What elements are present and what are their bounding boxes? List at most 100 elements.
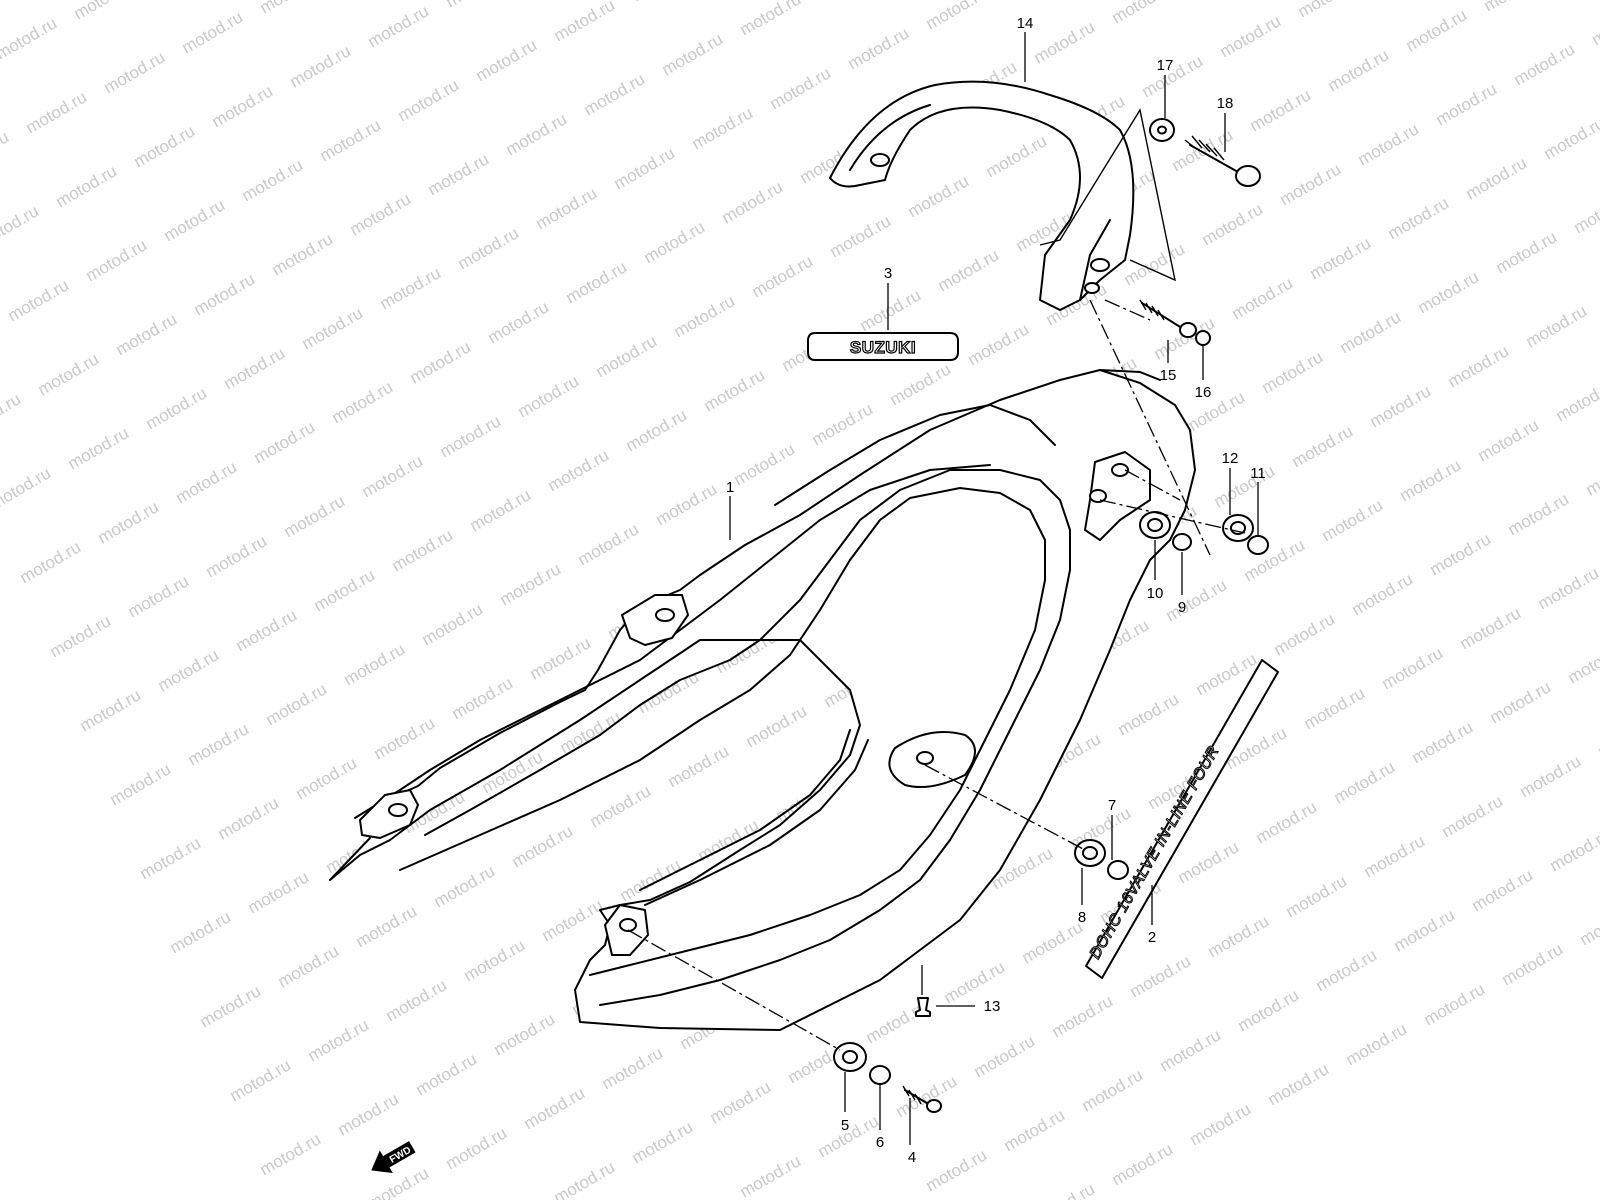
watermark-text: motod.ru xyxy=(1313,945,1381,995)
watermark-text: motod.ru xyxy=(329,377,397,427)
watermark-text: motod.ru xyxy=(1415,267,1483,317)
assembly-lines xyxy=(627,299,1246,1051)
watermark-text: motod.ru xyxy=(1577,899,1600,949)
watermark-text: motod.ru xyxy=(1175,837,1243,887)
watermark-text: motod.ru xyxy=(1079,1065,1147,1115)
watermark-text: motod.ru xyxy=(1475,415,1543,465)
watermark-text: motod.ru xyxy=(53,161,121,211)
watermark-text: motod.ru xyxy=(935,245,1003,295)
watermark-text: motod.ru xyxy=(1367,381,1435,431)
watermark-text: motod.ru xyxy=(527,633,595,683)
watermark-text: motod.ru xyxy=(311,565,379,615)
callout-2: 2 xyxy=(1148,929,1156,946)
watermark-text: motod.ru xyxy=(1541,113,1600,163)
watermark-text: motod.ru xyxy=(1355,119,1423,169)
watermark-text: motod.ru xyxy=(395,75,463,125)
watermark-text: motod.ru xyxy=(743,701,811,751)
watermark-text: motod.ru xyxy=(1349,569,1417,619)
watermark-text: motod.ru xyxy=(923,1145,991,1195)
watermark-text: motod.ru xyxy=(1565,637,1600,687)
watermark-text: motod.ru xyxy=(1211,461,1279,511)
watermark-text: motod.ru xyxy=(437,411,505,461)
watermark-text: motod.ru xyxy=(191,269,259,319)
watermark-text: motod.ru xyxy=(737,0,805,39)
watermark-text: motod.ru xyxy=(539,895,607,945)
watermark-text: motod.ru xyxy=(1229,273,1297,323)
watermark-text: motod.ru xyxy=(1397,455,1465,505)
bushing-5 xyxy=(833,1042,867,1072)
watermark-text: motod.ru xyxy=(197,981,265,1031)
watermark-text: motod.ru xyxy=(1109,1139,1177,1189)
watermark-text: motod.ru xyxy=(983,131,1051,181)
watermark-text: motod.ru xyxy=(497,559,565,609)
watermark-text: motod.ru xyxy=(257,1129,325,1179)
watermark-text: motod.ru xyxy=(893,1071,961,1121)
watermark-text: motod.ru xyxy=(719,177,787,227)
callout-10: 10 xyxy=(1147,585,1164,602)
watermark-text: motod.ru xyxy=(1115,689,1183,739)
watermark-text: motod.ru xyxy=(767,63,835,113)
watermark-text: motod.ru xyxy=(419,599,487,649)
callout-1: 1 xyxy=(726,479,734,496)
watermark-text: motod.ru xyxy=(185,719,253,769)
callout-6: 6 xyxy=(876,1134,884,1151)
watermark-text: motod.ru xyxy=(1553,375,1600,425)
watermark-text: motod.ru xyxy=(1301,683,1369,733)
watermark-text: motod.ru xyxy=(113,309,181,359)
watermark-text: motod.ru xyxy=(227,1055,295,1105)
callout-16: 16 xyxy=(1195,384,1212,401)
watermark-text: motod.ru xyxy=(137,833,205,883)
watermark-text: motod.ru xyxy=(287,41,355,91)
watermark-text: motod.ru xyxy=(335,1089,403,1139)
watermark-text: motod.ru xyxy=(563,257,631,307)
watermark-text: motod.ru xyxy=(95,497,163,547)
bolt-4 xyxy=(902,1085,942,1113)
bushing-12 xyxy=(1222,514,1254,542)
watermark-text: motod.ru xyxy=(1469,865,1537,915)
watermark-text: motod.ru xyxy=(1127,951,1195,1001)
watermark-text: motod.ru xyxy=(575,519,643,569)
watermark-text: motod.ru xyxy=(731,439,799,489)
watermark-text: motod.ru xyxy=(359,451,427,501)
watermark-text: motod.ru xyxy=(1157,1025,1225,1075)
watermark-text: motod.ru xyxy=(551,0,619,45)
watermark-text: motod.ru xyxy=(1361,831,1429,881)
watermark-text: motod.ru xyxy=(161,195,229,245)
watermark-text: motod.ru xyxy=(1571,187,1600,237)
watermark-text: motod.ru xyxy=(521,1083,589,1133)
watermark-text: motod.ru xyxy=(1259,347,1327,397)
seat-tail-cover xyxy=(329,369,1196,1031)
watermark-text: motod.ru xyxy=(1445,341,1513,391)
watermark-text: motod.ru xyxy=(653,479,721,529)
watermark-text: motod.ru xyxy=(845,23,913,73)
watermark-text: motod.ru xyxy=(1481,0,1549,15)
watermark-text: motod.ru xyxy=(857,285,925,335)
watermark-text: motod.ru xyxy=(0,389,24,439)
watermark-text: motod.ru xyxy=(1271,609,1339,659)
watermark-text: motod.ru xyxy=(383,975,451,1025)
watermark-text: motod.ru xyxy=(431,861,499,911)
watermark-text: motod.ru xyxy=(1427,529,1495,579)
callout-7: 7 xyxy=(1108,797,1116,814)
watermark-text: motod.ru xyxy=(1535,563,1600,613)
watermark-text: motod.ru xyxy=(233,605,301,655)
watermark-text: motod.ru xyxy=(23,87,91,137)
watermark-text: motod.ru xyxy=(305,1015,373,1065)
watermark-text: motod.ru xyxy=(1109,0,1177,27)
callout-13: 13 xyxy=(984,998,1001,1015)
watermark-text: motod.ru xyxy=(251,417,319,467)
watermark-text: motod.ru xyxy=(689,103,757,153)
watermark-text: motod.ru xyxy=(827,211,895,261)
watermark-text: motod.ru xyxy=(1433,79,1501,129)
watermark-text: motod.ru xyxy=(515,371,583,421)
watermark-text: motod.ru xyxy=(281,491,349,541)
callout-17: 17 xyxy=(1157,57,1174,74)
watermark-text: motod.ru xyxy=(473,35,541,85)
watermark-text: motod.ru xyxy=(1547,825,1600,875)
watermark-text: motod.ru xyxy=(1217,11,1285,61)
watermark-text: motod.ru xyxy=(125,571,193,621)
watermark-text: motod.ru xyxy=(353,901,421,951)
watermark-text: motod.ru xyxy=(245,867,313,917)
watermark-text: motod.ru xyxy=(293,753,361,803)
watermark-text: motod.ru xyxy=(1235,985,1303,1035)
